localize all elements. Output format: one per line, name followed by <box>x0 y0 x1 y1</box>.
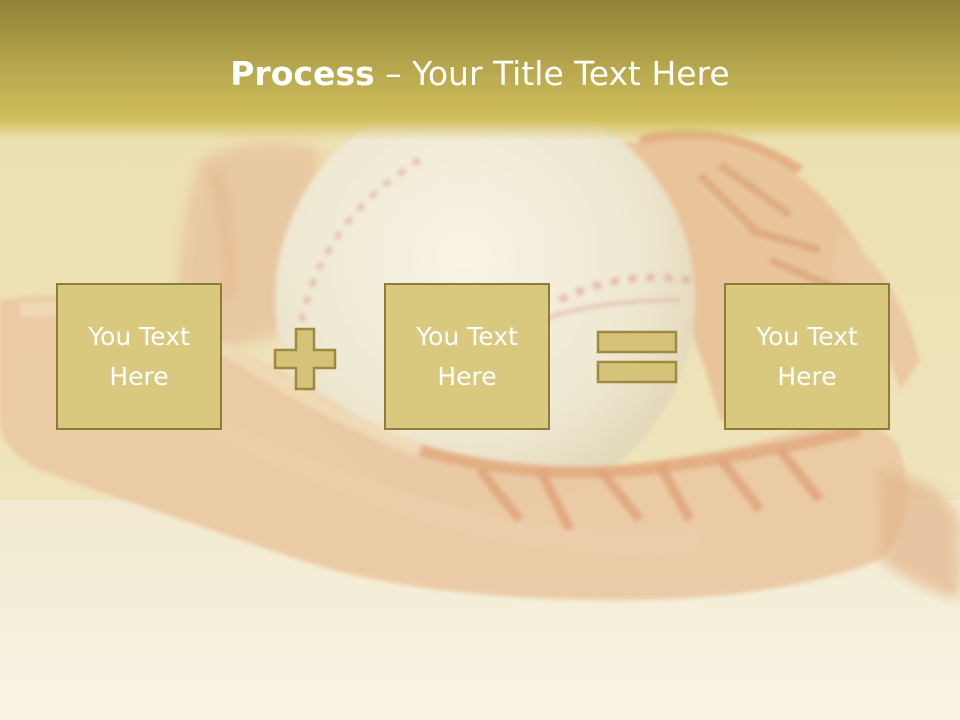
process-box-1[interactable]: You Text Here <box>56 283 222 430</box>
title-bold-word: Process <box>230 54 375 93</box>
process-box-2[interactable]: You Text Here <box>384 283 550 430</box>
equals-icon <box>596 330 678 384</box>
process-box-3[interactable]: You Text Here <box>724 283 890 430</box>
slide-title: Process – Your Title Text Here <box>0 52 960 96</box>
title-band <box>0 0 960 140</box>
title-rest: – Your Title Text Here <box>374 54 730 93</box>
plus-icon <box>273 327 337 391</box>
